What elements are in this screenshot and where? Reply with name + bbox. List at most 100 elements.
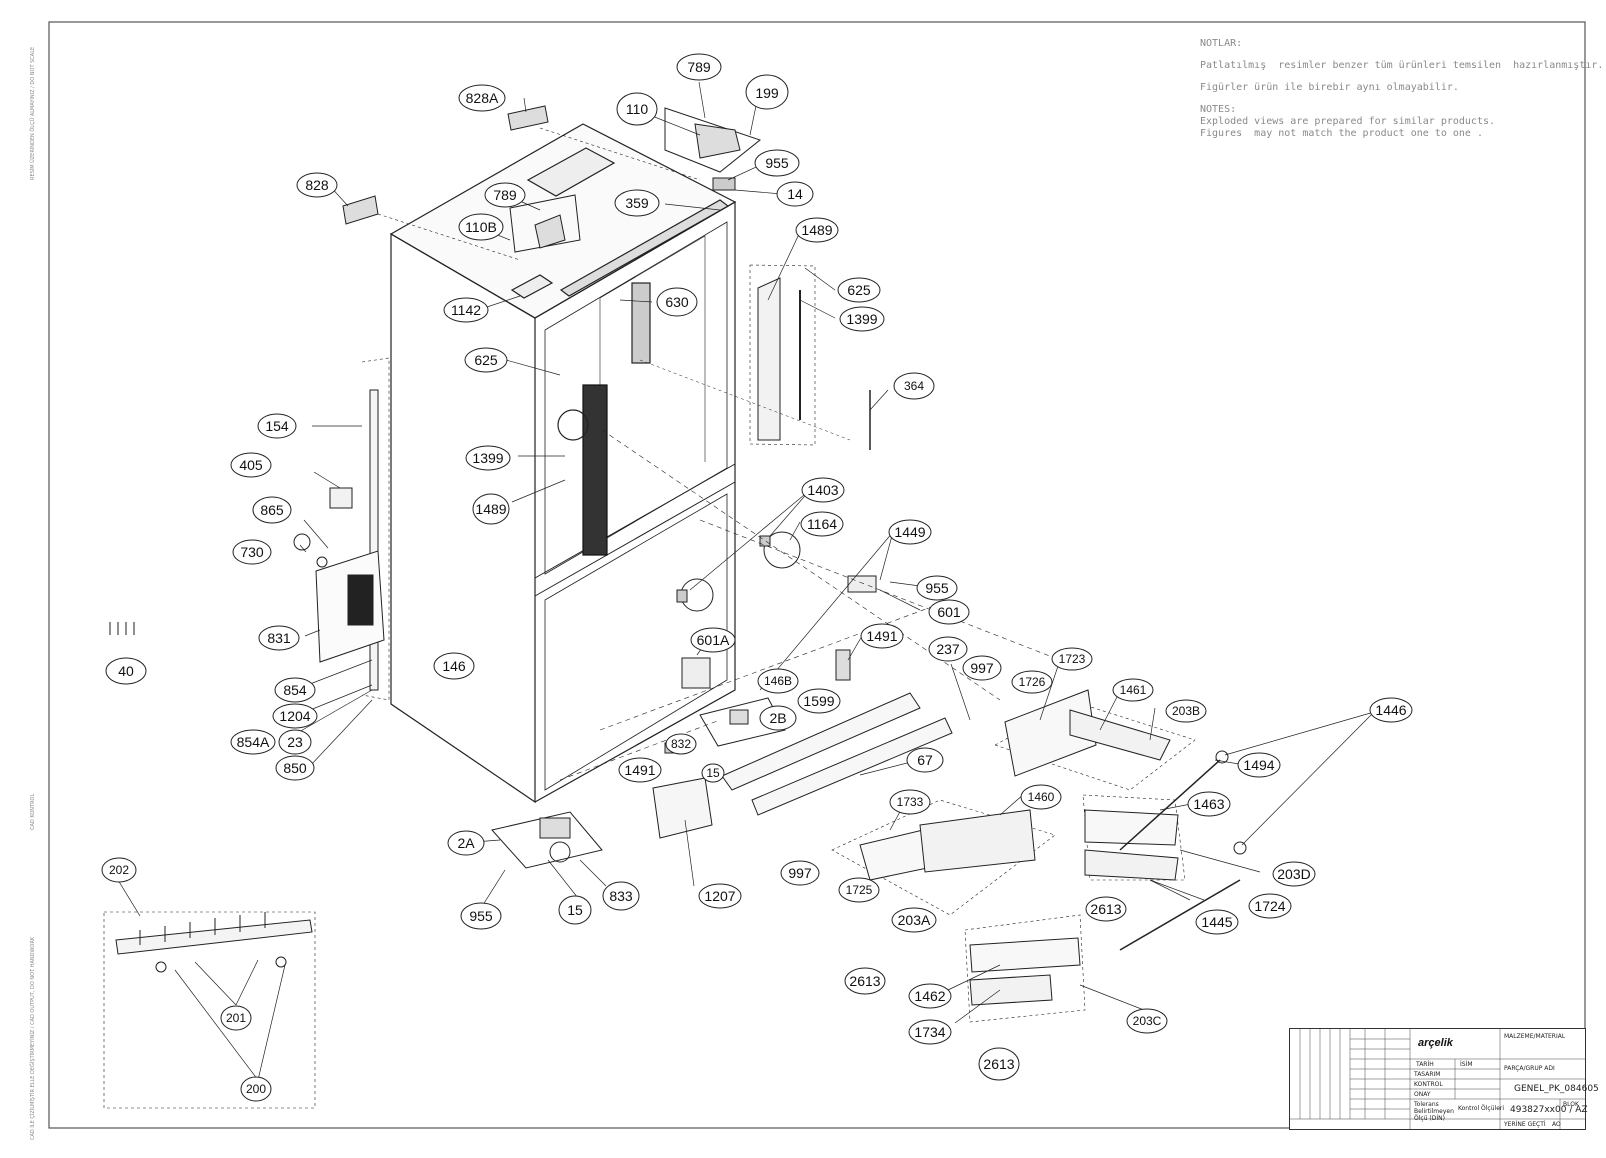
callout-1723: 1723 (1051, 647, 1093, 671)
svg-text:1142: 1142 (451, 302, 481, 318)
notes-en-line2: Figures may not match the product one to… (1200, 128, 1483, 139)
right-rail-parts (639, 264, 871, 450)
center-lower-parts (491, 429, 1061, 869)
svg-text:40: 40 (118, 663, 134, 679)
callout-110B: 110B (458, 213, 504, 241)
callout-146: 146 (433, 652, 475, 680)
svg-text:67: 67 (917, 752, 933, 768)
callout-1494: 1494 (1237, 752, 1281, 778)
callout-2B: 2B (759, 705, 797, 731)
callout-203B: 203B (1165, 699, 1207, 723)
svg-text:201: 201 (226, 1011, 246, 1025)
svg-text:1723: 1723 (1059, 652, 1086, 666)
drawer-slides (831, 689, 1247, 1023)
callout-1399b: 1399 (465, 445, 511, 471)
callout-997b: 997 (780, 860, 820, 886)
svg-text:789: 789 (687, 59, 711, 75)
svg-text:202: 202 (109, 863, 129, 877)
svg-text:730: 730 (240, 544, 264, 560)
svg-text:854A: 854A (237, 734, 270, 750)
callout-1724: 1724 (1248, 893, 1292, 919)
left-door-parts (109, 357, 390, 701)
callout-23: 23 (278, 729, 312, 755)
callout-2A: 2A (447, 830, 485, 856)
material-label: MALZEME/MATERIAL (1504, 1033, 1566, 1040)
callout-1734: 1734 (908, 1019, 952, 1045)
svg-text:1403: 1403 (807, 482, 838, 498)
callout-1725: 1725 (838, 877, 880, 903)
callout-359: 359 (614, 189, 660, 217)
svg-text:1461: 1461 (1120, 683, 1147, 697)
svg-text:1460: 1460 (1028, 790, 1055, 804)
callout-364: 364 (893, 372, 935, 400)
svg-text:1489: 1489 (801, 222, 832, 238)
side-text-bottom: CAD İLE ÇİZİLMİŞTİR ELLE DEĞİŞTİRMEYİNİZ… (30, 936, 36, 1140)
svg-text:2A: 2A (457, 835, 475, 851)
callout-15: 15 (701, 763, 725, 783)
callout-1489b: 1489 (472, 493, 510, 525)
svg-text:828: 828 (305, 177, 329, 193)
callout-203C: 203C (1126, 1008, 1168, 1034)
tolerans-label: Tolerans (1414, 1101, 1439, 1108)
callout-833: 833 (602, 881, 640, 911)
callout-630: 630 (656, 287, 698, 317)
callout-1460: 1460 (1020, 784, 1062, 810)
ao-label: AO (1552, 1121, 1561, 1128)
svg-text:997: 997 (788, 865, 812, 881)
callout-15b: 15 (558, 895, 592, 925)
title-block-grid (1290, 1029, 1585, 1129)
top-hinge-parts (342, 105, 762, 261)
callout-832: 832 (665, 733, 697, 755)
group-label: PARÇA/GRUP ADI (1504, 1065, 1555, 1072)
callout-1726: 1726 (1011, 670, 1053, 694)
svg-text:1164: 1164 (807, 516, 837, 532)
svg-text:1599: 1599 (803, 693, 834, 709)
svg-text:1489: 1489 (475, 501, 506, 517)
svg-text:359: 359 (625, 195, 649, 211)
drawing-number: 493827xx00 / AZ (1510, 1105, 1588, 1115)
title-block: arçelik MALZEME/MATERIAL PARÇA/GRUP ADI … (1289, 1028, 1599, 1130)
brand-logo: arçelik (1418, 1037, 1453, 1049)
callout-203D: 203D (1272, 861, 1316, 887)
callout-730: 730 (232, 539, 272, 565)
notes-en-line1: Exploded views are prepared for similar … (1200, 116, 1496, 127)
callout-202: 202 (101, 857, 137, 883)
callout-110: 110 (616, 92, 658, 126)
svg-text:1204: 1204 (279, 708, 310, 724)
svg-text:1733: 1733 (897, 795, 924, 809)
svg-text:955: 955 (925, 580, 949, 596)
svg-text:199: 199 (755, 85, 779, 101)
callout-1733: 1733 (889, 789, 931, 815)
svg-text:997: 997 (970, 660, 994, 676)
svg-text:1724: 1724 (1254, 898, 1285, 914)
callout-955c: 955 (460, 902, 502, 930)
callout-625b: 625 (464, 347, 508, 373)
callout-405: 405 (230, 452, 272, 478)
callout-789: 789 (676, 53, 722, 81)
callout-1599: 1599 (797, 688, 841, 714)
callout-828A: 828A (458, 84, 506, 112)
svg-text:955: 955 (469, 908, 493, 924)
svg-text:1462: 1462 (914, 988, 945, 1004)
callout-831: 831 (258, 625, 300, 651)
svg-text:23: 23 (287, 734, 303, 750)
svg-text:203D: 203D (1277, 866, 1310, 882)
side-text-middle: CAD KONTROL (30, 793, 36, 830)
svg-text:601A: 601A (697, 632, 730, 648)
callout-67: 67 (906, 747, 944, 773)
svg-text:110: 110 (626, 101, 649, 117)
callout-1446: 1446 (1369, 697, 1413, 723)
callout-2613c: 2613 (978, 1047, 1020, 1081)
svg-text:203C: 203C (1133, 1014, 1162, 1028)
callout-2613b: 2613 (844, 967, 886, 995)
callout-1491b: 1491 (618, 757, 662, 783)
svg-text:1726: 1726 (1019, 675, 1046, 689)
svg-text:1446: 1446 (1375, 702, 1406, 718)
tasarim-label: TASARIM (1414, 1071, 1441, 1078)
callout-601A: 601A (690, 627, 736, 653)
svg-text:1207: 1207 (704, 888, 735, 904)
svg-text:832: 832 (671, 737, 691, 751)
yerine-gecti-label: YERİNE GEÇTİ (1504, 1121, 1546, 1128)
belirtilmeyen-label: Belirtilmeyen (1414, 1108, 1454, 1115)
notes-en-heading: NOTES: (1200, 104, 1237, 115)
